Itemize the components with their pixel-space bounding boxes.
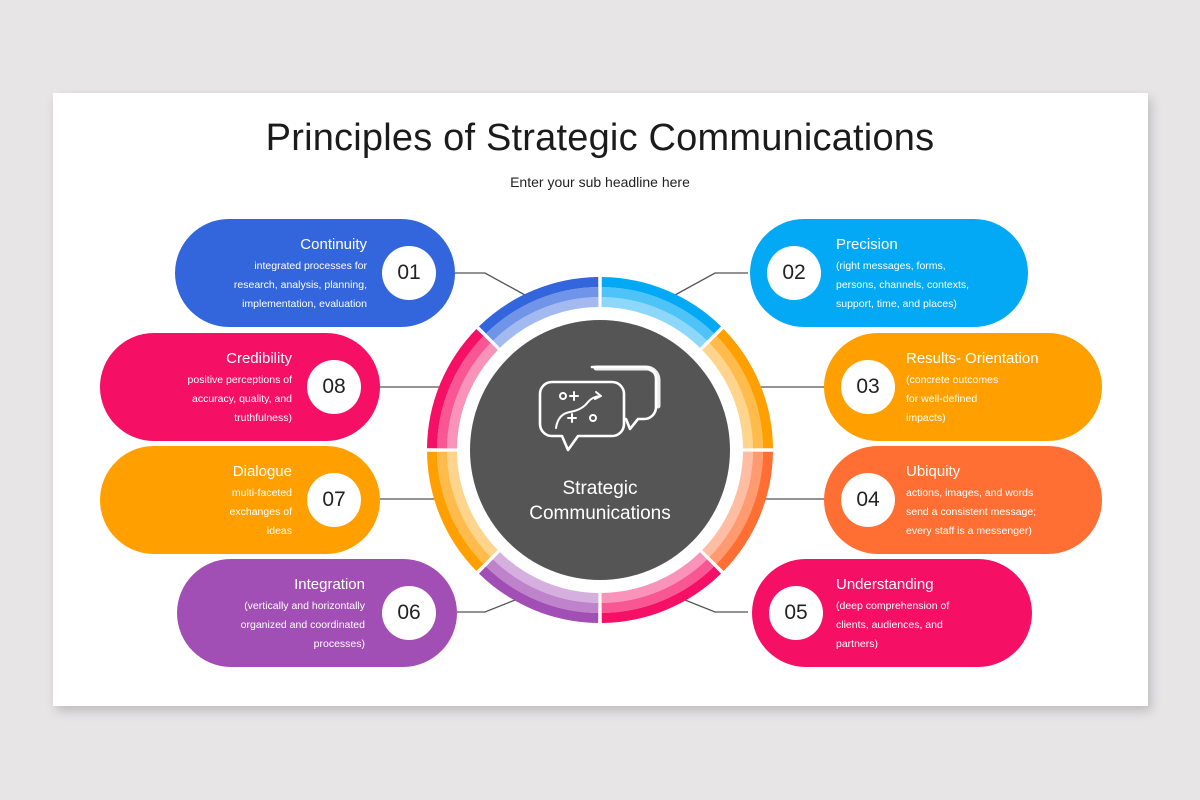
principle-text: Precision (right messages, forms, person… <box>836 235 969 314</box>
ring-segment-02 <box>601 287 715 341</box>
principle-desc-line: for well-defined <box>906 393 978 405</box>
principle-desc-line: processes) <box>313 638 365 650</box>
principle-title: Integration <box>294 576 365 593</box>
principle-desc-line: (right messages, forms, <box>836 260 946 272</box>
principle-card-08[interactable]: Credibility positive perceptions of accu… <box>100 333 380 441</box>
principle-card-07[interactable]: Dialogue multi-faceted exchanges of idea… <box>100 446 380 554</box>
principle-title: Results- Orientation <box>906 350 1039 367</box>
principle-desc-line: research, analysis, planning, <box>233 279 367 291</box>
principle-text: Results- Orientation (concrete outcomes … <box>906 349 1039 428</box>
ring-segment-08 <box>427 328 484 449</box>
principle-desc-line: accuracy, quality, and <box>192 393 292 405</box>
ring-segment-01 <box>492 297 599 348</box>
principle-card-06[interactable]: Integration (vertically and horizontally… <box>177 559 457 667</box>
principle-title: Dialogue <box>232 463 292 480</box>
principle-desc-line: positive perceptions of <box>187 374 292 386</box>
principle-desc-line: persons, channels, contexts, <box>836 279 970 291</box>
principle-desc-line: ideas <box>266 525 292 537</box>
principle-text: Integration (vertically and horizontally… <box>241 575 365 654</box>
ring-segment-08 <box>447 342 498 449</box>
principle-desc-line: support, time, and places) <box>836 298 957 310</box>
principle-title: Precision <box>836 236 898 253</box>
ring-segment-07 <box>437 451 491 565</box>
principle-desc-line: (deep comprehension of <box>836 600 950 612</box>
ring-segment-03 <box>702 342 753 449</box>
page-title: Principles of Strategic Communications <box>265 117 935 159</box>
principle-desc-line: send a consistent message; <box>906 506 1037 518</box>
principle-title: Ubiquity <box>906 463 961 480</box>
principle-desc-line: integrated processes for <box>254 260 367 272</box>
principle-title: Continuity <box>300 236 367 253</box>
principle-desc-line: actions, images, and words <box>906 487 1034 499</box>
principle-number-badge: 02 <box>767 246 821 300</box>
principle-text: Understanding (deep comprehension of cli… <box>836 575 949 654</box>
principle-text: Credibility positive perceptions of accu… <box>188 349 292 428</box>
principle-number-badge: 05 <box>769 586 823 640</box>
ring-segment-03 <box>709 335 763 449</box>
center-label-line2: Communications <box>529 503 671 524</box>
principle-desc-line: organized and coordinated <box>240 619 365 631</box>
principle-number-badge: 07 <box>307 473 361 527</box>
ring-segment-06 <box>492 552 599 603</box>
ring-segment-02 <box>601 277 722 334</box>
ring-segment-06 <box>478 566 599 623</box>
principle-card-01[interactable]: Continuity integrated processes for rese… <box>175 219 455 327</box>
ring-segment-07 <box>427 451 484 572</box>
ring-segment-04 <box>716 451 773 572</box>
principle-card-02[interactable]: 02 Precision (right messages, forms, per… <box>750 219 1028 327</box>
strategy-chat-bubbles-icon <box>538 365 661 452</box>
center-label-line1: Strategic <box>562 478 638 499</box>
principle-desc-line: multi-faceted <box>231 487 292 499</box>
ring-segment-03 <box>716 328 773 449</box>
connector-lines <box>376 272 824 613</box>
ring-segment-05 <box>601 559 715 613</box>
segmented-ring <box>427 277 773 623</box>
principle-text: Ubiquity actions, images, and words send… <box>906 462 1036 541</box>
center-label: Strategic Communications <box>500 476 700 526</box>
principle-card-03[interactable]: 03 Results- Orientation (concrete outcom… <box>824 333 1102 441</box>
principle-card-04[interactable]: 04 Ubiquity actions, images, and words s… <box>824 446 1102 554</box>
principle-desc-line: clients, audiences, and <box>836 619 943 631</box>
ring-segment-02 <box>601 297 708 348</box>
principle-number-badge: 08 <box>307 360 361 414</box>
principle-desc-line: impacts) <box>906 412 946 424</box>
principle-number-badge: 06 <box>382 586 436 640</box>
page-subtitle: Enter your sub headline here <box>510 174 690 190</box>
principle-number-badge: 03 <box>841 360 895 414</box>
ring-segment-01 <box>478 277 599 334</box>
principle-text: Continuity integrated processes for rese… <box>234 235 367 314</box>
principle-desc-line: implementation, evaluation <box>242 298 367 310</box>
principle-card-05[interactable]: 05 Understanding (deep comprehension of … <box>752 559 1032 667</box>
principle-desc-line: every staff is a messenger) <box>906 525 1032 537</box>
principle-desc-line: truthfulness) <box>234 412 292 424</box>
ring-segment-04 <box>702 451 753 558</box>
principle-desc-line: partners) <box>836 638 879 650</box>
principle-text: Dialogue multi-faceted exchanges of idea… <box>230 462 292 541</box>
ring-segment-07 <box>447 451 498 558</box>
center-circle <box>470 320 730 580</box>
ring-segment-08 <box>437 335 491 449</box>
ring-segment-06 <box>485 559 599 613</box>
principle-desc-line: exchanges of <box>229 506 292 518</box>
ring-segment-05 <box>601 552 708 603</box>
ring-segment-01 <box>485 287 599 341</box>
principle-number-badge: 01 <box>382 246 436 300</box>
principle-desc-line: (vertically and horizontally <box>244 600 365 612</box>
ring-segment-05 <box>601 566 722 623</box>
principle-desc-line: (concrete outcomes <box>906 374 999 386</box>
principle-number-badge: 04 <box>841 473 895 527</box>
ring-segment-04 <box>709 451 763 565</box>
principle-title: Credibility <box>226 350 292 367</box>
principle-title: Understanding <box>836 576 934 593</box>
